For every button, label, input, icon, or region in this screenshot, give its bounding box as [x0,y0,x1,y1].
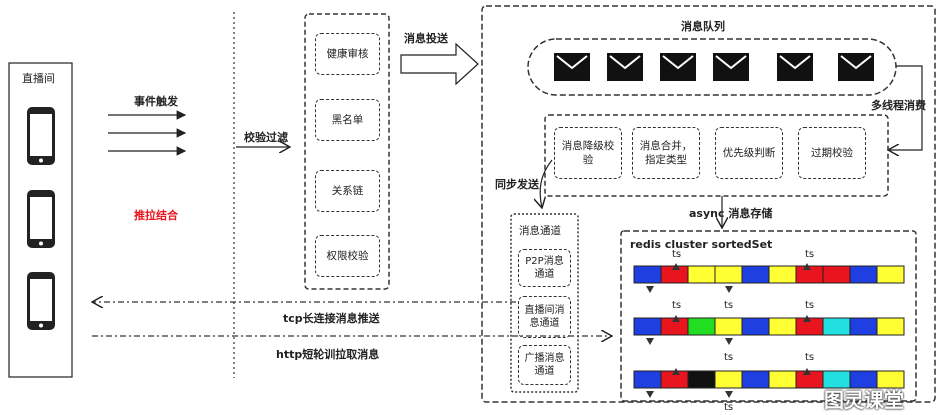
ts-pointer [672,315,680,322]
priority-box: 优先级判断 [715,127,783,179]
merge-type-box: 消息合并，指定类型 [632,127,700,179]
queue-envelopes [554,53,874,81]
sorted-set-cell [768,317,797,336]
ts-label: ts [724,352,734,363]
async-storage-label: async 消息存储 [689,207,773,220]
tcp-push-label: tcp长连接消息推送 [283,312,380,325]
queue-title: 消息队列 [681,20,725,33]
ts-label: ts [672,300,682,311]
sorted-set-cell [876,265,905,284]
sorted-set-cell [849,265,878,284]
live-room-title: 直播间 [22,72,55,85]
ts-pointer [646,286,654,293]
ts-pointer [725,391,733,398]
sorted-set-cell [876,317,905,336]
ts-pointer [725,338,733,345]
ts-pointer [803,263,811,270]
sync-send-label: 同步发送 [495,178,539,191]
sorted-set-cell [687,265,716,284]
blacklist-box: 黑名单 [315,99,380,141]
downgrade-check-box: 消息降级校验 [554,127,622,179]
sorted-set-cell [741,317,770,336]
sorted-set-cell [633,370,662,389]
ts-pointer [672,263,680,270]
sorted-set-cell [822,317,851,336]
sorted-set-cell [768,370,797,389]
sorted-set-cell [849,317,878,336]
sorted-set-cell [741,370,770,389]
ts-label: ts [805,300,815,311]
sorted-set-cell [687,317,716,336]
ts-pointer [646,338,654,345]
sorted-set-cell [768,265,797,284]
ts-pointer [646,391,654,398]
redis-title: redis cluster sortedSet [630,238,773,251]
sorted-set-cell [714,370,743,389]
live-room-channel-box: 直播间消息通道 [518,296,571,338]
sorted-set-cell [633,265,662,284]
ts-label: ts [672,249,682,260]
validation-label: 校验过滤 [244,131,288,144]
http-pull-label: http短轮训拉取消息 [276,348,380,361]
sorted-set-cell [633,317,662,336]
phone-icon [27,107,55,165]
sorted-set-cell [714,265,743,284]
p2p-channel-box: P2P消息通道 [518,249,571,287]
ts-label: ts [805,249,815,260]
sorted-set-cell [876,370,905,389]
sorted-set-cell [714,317,743,336]
permission-check-box: 权限校验 [315,235,380,277]
ts-pointer [672,368,680,375]
ts-label: ts [724,402,734,413]
push-pull-label: 推拉结合 [134,209,178,222]
sorted-set-cell [741,265,770,284]
expiry-check-box: 过期校验 [798,127,866,179]
channels-title: 消息通道 [519,225,561,237]
delivery-label: 消息投送 [404,32,448,45]
ts-label: ts [805,352,815,363]
relationship-box: 关系链 [315,170,380,212]
sorted-set-cell [822,265,851,284]
sorted-set-cell [687,370,716,389]
watermark: 图灵课堂 [824,388,904,412]
health-check-box: 健康审核 [315,33,380,75]
event-trigger-label: 事件触发 [134,95,178,108]
phone-icon [27,190,55,248]
broadcast-channel-box: 广播消息通道 [518,345,571,385]
ts-pointer [803,315,811,322]
phone-icon [27,272,55,330]
ts-pointer [803,368,811,375]
ts-label: ts [724,300,734,311]
redis-rows [633,263,905,398]
consumer-label: 多线程消费 [871,99,926,112]
ts-pointer [725,286,733,293]
